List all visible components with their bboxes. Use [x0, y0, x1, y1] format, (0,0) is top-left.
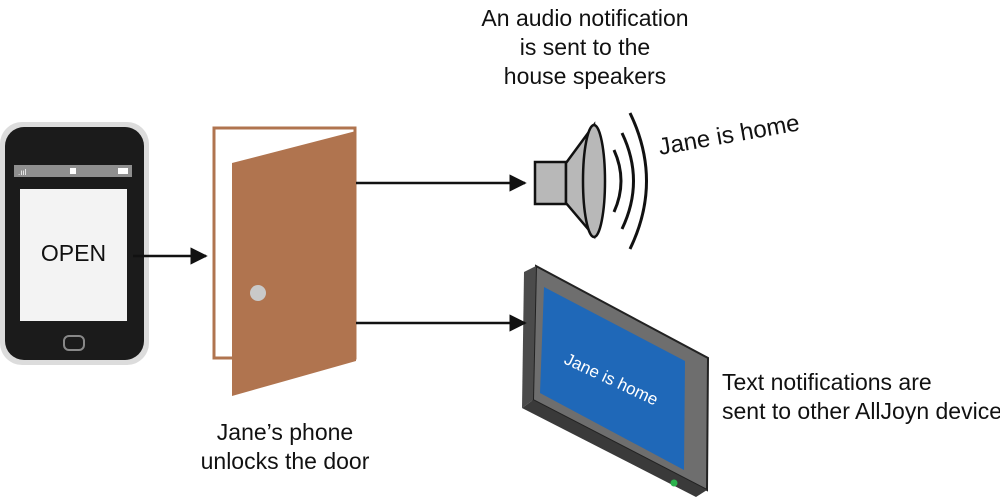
- sound-waves-icon: [612, 112, 648, 250]
- caption-line: unlocks the door: [200, 448, 370, 474]
- door-caption: Jane’s phone unlocks the door: [190, 418, 380, 476]
- phone-icon: .ııl: [0, 122, 149, 365]
- phone-screen-text: OPEN: [40, 240, 107, 266]
- caption-line: An audio notification: [481, 5, 689, 31]
- caption-line: Text notifications are: [722, 369, 932, 395]
- tv-monitor-icon: [522, 264, 710, 497]
- text-notification-caption: Text notifications are sent to other All…: [722, 368, 1000, 426]
- speaker-icon: [533, 121, 607, 240]
- caption-line: is sent to the: [519, 34, 651, 60]
- caption-line: Jane’s phone: [216, 419, 354, 445]
- svg-text:.ııl: .ııl: [18, 168, 27, 177]
- audio-notification-caption: An audio notification is sent to the hou…: [460, 4, 710, 91]
- arrow-icon: [133, 174, 527, 332]
- speaker-spoken-text: Jane is home: [656, 110, 801, 161]
- door-icon: [212, 126, 357, 396]
- caption-line: house speakers: [503, 63, 667, 89]
- caption-line: sent to other AllJoyn devices: [722, 398, 1000, 424]
